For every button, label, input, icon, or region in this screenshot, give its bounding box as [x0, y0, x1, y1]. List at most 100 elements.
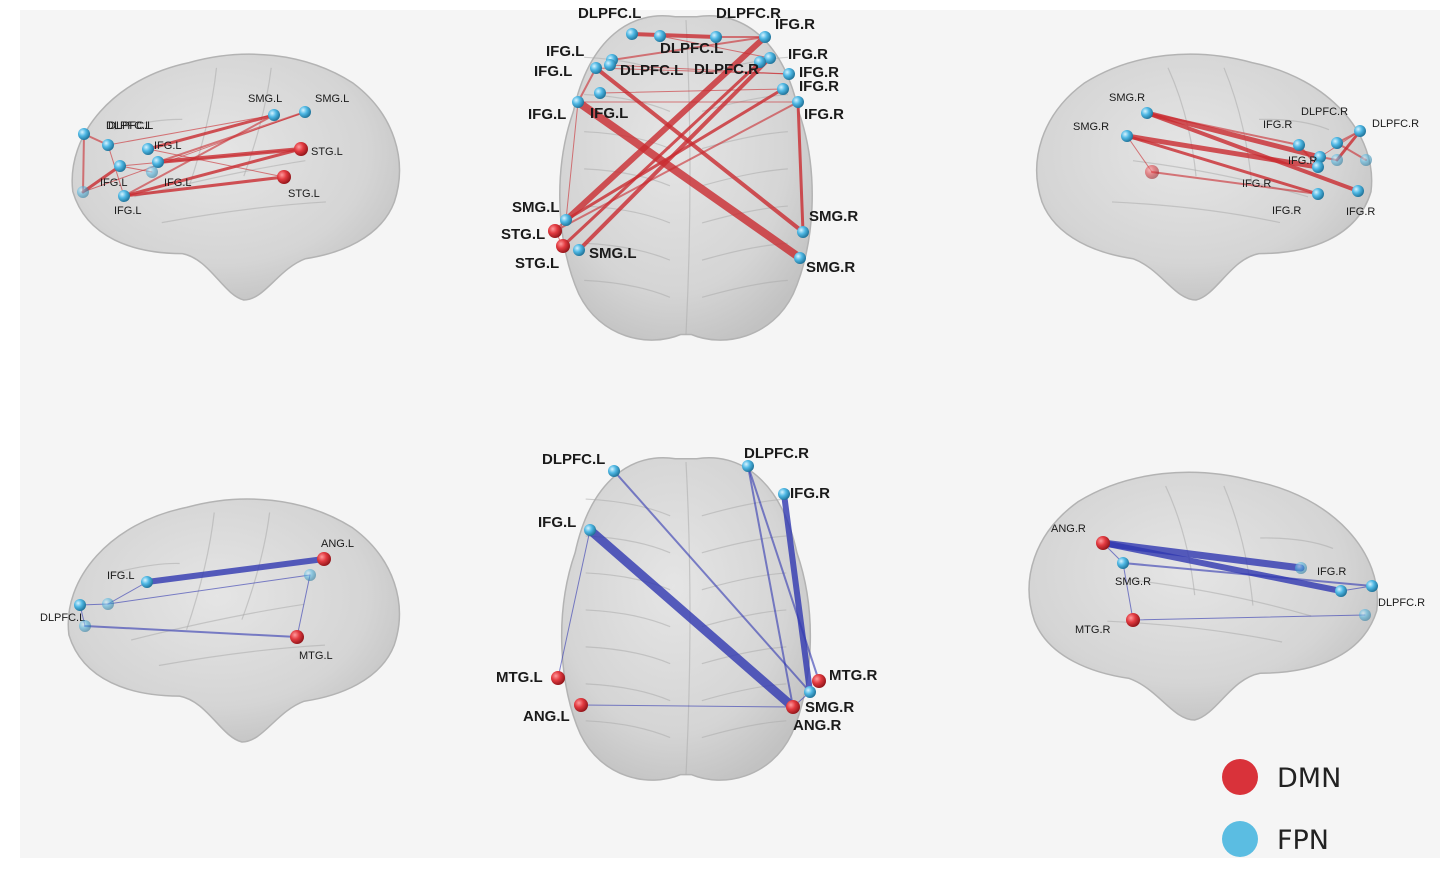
- edge: [147, 148, 285, 178]
- node-label: DLPFC.L: [40, 612, 85, 624]
- brain-sulcus: [701, 498, 787, 517]
- node-dmn: [317, 552, 331, 566]
- node-dmn: [548, 224, 562, 238]
- edge: [107, 581, 148, 605]
- node-label: ANG.L: [523, 708, 570, 725]
- node-label: DLPFC.L: [108, 120, 153, 132]
- node-dmn: [551, 671, 565, 685]
- node-label: IFG.L: [100, 177, 128, 189]
- node-fpn: [142, 143, 154, 155]
- brain-sulcus: [1111, 201, 1281, 224]
- brain-sulcus: [585, 498, 671, 517]
- node-fpn: [792, 96, 804, 108]
- node-fpn: [594, 87, 606, 99]
- node-fpn: [74, 599, 86, 611]
- edge: [747, 465, 820, 682]
- node-fpn: [1293, 139, 1305, 151]
- node-fpn: [1359, 609, 1371, 621]
- node-label: STG.L: [515, 255, 559, 272]
- edge: [609, 64, 790, 75]
- brain-sulcus: [701, 168, 788, 187]
- brain-sulcus: [685, 20, 691, 335]
- edge: [82, 111, 306, 193]
- edges-group: [1099, 539, 1373, 621]
- node-label: IFG.R: [1317, 566, 1346, 578]
- brain-sulcus: [241, 512, 271, 620]
- brain-sulcus: [585, 646, 671, 665]
- node-fpn: [78, 128, 90, 140]
- node-fpn: [1141, 107, 1153, 119]
- edge: [557, 529, 591, 679]
- edge: [1145, 111, 1360, 193]
- edge: [577, 67, 597, 103]
- node-fpn: [102, 598, 114, 610]
- edge: [84, 625, 298, 638]
- node-fpn: [626, 28, 638, 40]
- node-fpn: [573, 244, 585, 256]
- edge: [781, 491, 813, 695]
- node-dmn: [1126, 613, 1140, 627]
- edge: [1124, 133, 1321, 170]
- node-fpn: [146, 166, 158, 178]
- edge: [564, 87, 785, 222]
- node-label: IFG.R: [1288, 155, 1317, 167]
- node-label: DLPFC.R: [694, 61, 759, 78]
- node-label: IFG.L: [154, 140, 182, 152]
- brain-sulcus: [585, 720, 671, 739]
- brain-sulcus: [701, 131, 788, 150]
- node-fpn: [1360, 154, 1372, 166]
- node-label: IFG.R: [788, 46, 828, 63]
- node-dmn: [1145, 165, 1159, 179]
- node-label: STG.L: [288, 188, 320, 200]
- edge: [82, 133, 85, 193]
- node-fpn: [759, 31, 771, 43]
- edge: [107, 574, 311, 605]
- edge: [107, 144, 125, 197]
- brain-sulcus: [701, 683, 787, 702]
- node-label: DLPFC.L: [106, 120, 151, 132]
- edge: [595, 67, 790, 75]
- brain-sulcus: [1167, 67, 1197, 177]
- edge: [1151, 171, 1319, 195]
- brain-sulcus: [585, 683, 671, 702]
- brain-sulcus: [1165, 485, 1196, 596]
- node-fpn: [754, 56, 766, 68]
- brain-sulcus: [584, 93, 671, 112]
- edge: [613, 470, 811, 693]
- edge: [611, 36, 766, 61]
- edge: [659, 35, 771, 59]
- brain-outline: [71, 53, 401, 301]
- edges-group: [554, 32, 805, 262]
- node-label: MTG.L: [496, 669, 543, 686]
- node-dmn: [294, 142, 308, 156]
- node-dmn: [574, 698, 588, 712]
- node-fpn: [804, 686, 816, 698]
- node-label: IFG.R: [790, 485, 830, 502]
- edge: [599, 88, 784, 94]
- node-label: SMG.R: [1115, 576, 1151, 588]
- node-fpn: [1352, 185, 1364, 197]
- node-fpn: [1354, 125, 1366, 137]
- brain-sulcus: [701, 646, 787, 665]
- node-dmn: [290, 630, 304, 644]
- node-label: ANG.R: [793, 717, 842, 734]
- node-fpn: [783, 68, 795, 80]
- node-label: IFG.R: [775, 16, 815, 33]
- edge: [1335, 129, 1362, 162]
- brain-sulcus: [1223, 485, 1254, 606]
- brain-sulcus: [1132, 160, 1309, 198]
- edges-group: [81, 111, 306, 198]
- node-label: IFG.L: [534, 63, 572, 80]
- brain-sulcus: [158, 644, 325, 667]
- node-label: ANG.R: [1051, 523, 1086, 535]
- edge: [144, 556, 327, 585]
- edge: [580, 704, 794, 708]
- node-dmn: [277, 170, 291, 184]
- node-fpn: [152, 156, 164, 168]
- node-fpn: [1331, 154, 1343, 166]
